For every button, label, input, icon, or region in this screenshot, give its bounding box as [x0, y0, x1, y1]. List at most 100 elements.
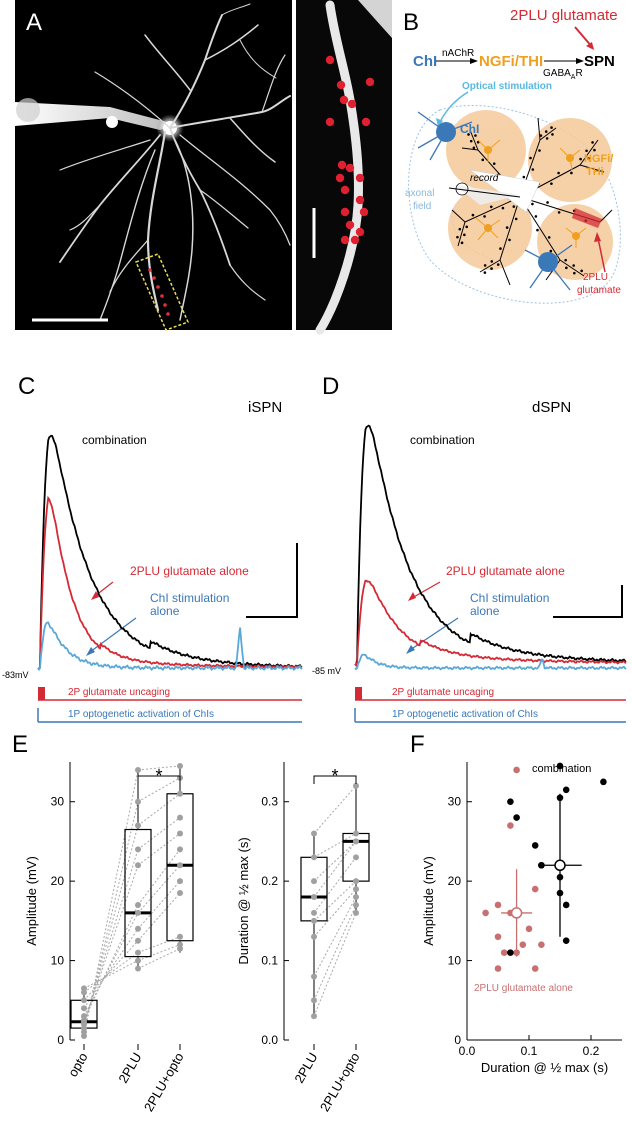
pair-line	[313, 785, 357, 834]
spine-dot	[544, 130, 548, 133]
panel-f-label: F	[410, 731, 425, 758]
spine-dot	[465, 225, 469, 229]
c-chi-alone-1: ChI stimulation	[150, 591, 229, 605]
data-point	[135, 957, 141, 964]
data-point	[353, 838, 359, 845]
scatter-point	[507, 822, 514, 829]
spine-dot	[490, 260, 494, 263]
spine-dot	[505, 226, 509, 229]
data-point	[135, 925, 141, 932]
y-axis-label: Duration @ ½ max (s)	[236, 837, 251, 964]
spine-dot	[522, 175, 526, 179]
b-title-2plu: 2PLU glutamate	[510, 7, 618, 24]
scatter-point	[531, 885, 539, 893]
data-point	[353, 830, 359, 837]
b-plu-label-1: 2PLU	[583, 272, 608, 283]
data-point	[81, 997, 87, 1004]
pair-line	[137, 833, 181, 866]
b-optical: Optical stimulation	[462, 81, 552, 92]
box	[124, 828, 152, 958]
scatter-point	[513, 814, 520, 821]
panel-b-label: B	[403, 9, 419, 36]
b-ngfi-label: NGFi/THI	[479, 53, 543, 70]
y-tick-label: 0	[454, 1033, 461, 1047]
spine-dot	[538, 149, 541, 152]
significance-bracket	[313, 775, 357, 784]
pair-line	[137, 936, 181, 954]
pair-line	[137, 864, 181, 914]
data-point	[353, 909, 359, 916]
spine-dot	[474, 134, 477, 137]
scatter-point	[531, 842, 539, 849]
scatter-point	[494, 965, 502, 972]
panel-a-zoom	[296, 0, 392, 335]
legend-combination: combination	[532, 763, 591, 775]
spine-dot	[460, 241, 464, 245]
data-point	[311, 1013, 317, 1020]
uncaging-spot	[339, 95, 349, 105]
b-gabaar: GABAAR	[543, 68, 583, 81]
scatter-point	[562, 901, 570, 909]
scatter-point	[507, 798, 514, 806]
scatter-point	[500, 949, 508, 956]
spine-dot	[512, 205, 516, 208]
pair-line	[83, 960, 139, 989]
spine-dot	[481, 158, 485, 162]
data-point	[135, 965, 141, 972]
x-tick-label: 2PLU+opto	[317, 1050, 363, 1114]
x-tick-label: 2PLU+opto	[141, 1050, 187, 1114]
significance-star: *	[331, 766, 338, 786]
data-point	[311, 830, 317, 837]
d-uncaging: 2P glutamate uncaging	[392, 687, 494, 698]
spine-dot	[508, 238, 511, 242]
spine-dot	[564, 258, 567, 262]
uncaging-spot	[340, 185, 350, 195]
x-tick-label: 2PLU	[115, 1050, 144, 1086]
panel-d-label: D	[322, 373, 339, 400]
data-point	[177, 762, 183, 769]
panel-c: C iSPN combination 2PLU glutamate alone …	[2, 373, 303, 723]
data-point	[177, 830, 183, 837]
spine-dot	[573, 271, 576, 275]
data-point	[81, 985, 87, 992]
pair-line	[313, 880, 357, 922]
pair-line	[83, 940, 139, 1001]
spine-dot	[463, 233, 466, 237]
b-field: field	[413, 201, 431, 212]
data-point	[177, 846, 183, 853]
scatter-point	[482, 909, 489, 917]
y-tick-label: 0.2	[261, 874, 278, 888]
pair-line	[137, 849, 181, 906]
pair-line	[313, 841, 357, 882]
pair-line	[83, 865, 139, 1023]
panel-a-label: A	[26, 9, 42, 36]
uncaging-spot	[350, 235, 360, 245]
y-axis-label: Amplitude (mV)	[24, 856, 39, 946]
b-ngfi-cell-1: NGFi/	[584, 153, 613, 165]
d-optogenetic: 1P optogenetic activation of ChIs	[392, 709, 538, 720]
spine-dot	[585, 149, 588, 153]
scatter-point	[562, 937, 570, 945]
mean-marker	[510, 907, 523, 919]
pair-line	[83, 928, 139, 1009]
x-tick-label: 0.1	[521, 1044, 538, 1058]
pair-line	[137, 944, 181, 962]
spine-dot	[550, 126, 553, 129]
data-point	[177, 890, 183, 897]
data-point	[311, 933, 317, 940]
spine-dot	[501, 206, 505, 210]
spine-dot	[572, 264, 575, 267]
d-chi-alone-1: ChI stimulation	[470, 591, 549, 605]
data-point	[135, 766, 141, 773]
spine-dot	[458, 227, 462, 231]
spine-dot	[546, 201, 549, 204]
data-point	[81, 1013, 87, 1020]
pair-line	[313, 841, 357, 898]
uncaging-spot	[365, 77, 375, 87]
data-point	[353, 854, 359, 861]
uncaging-spot	[340, 207, 350, 217]
spine-dot	[551, 133, 554, 136]
pair-line	[137, 892, 181, 942]
y-tick-label: 30	[448, 795, 462, 809]
x-tick-label: 0.0	[459, 1044, 476, 1058]
